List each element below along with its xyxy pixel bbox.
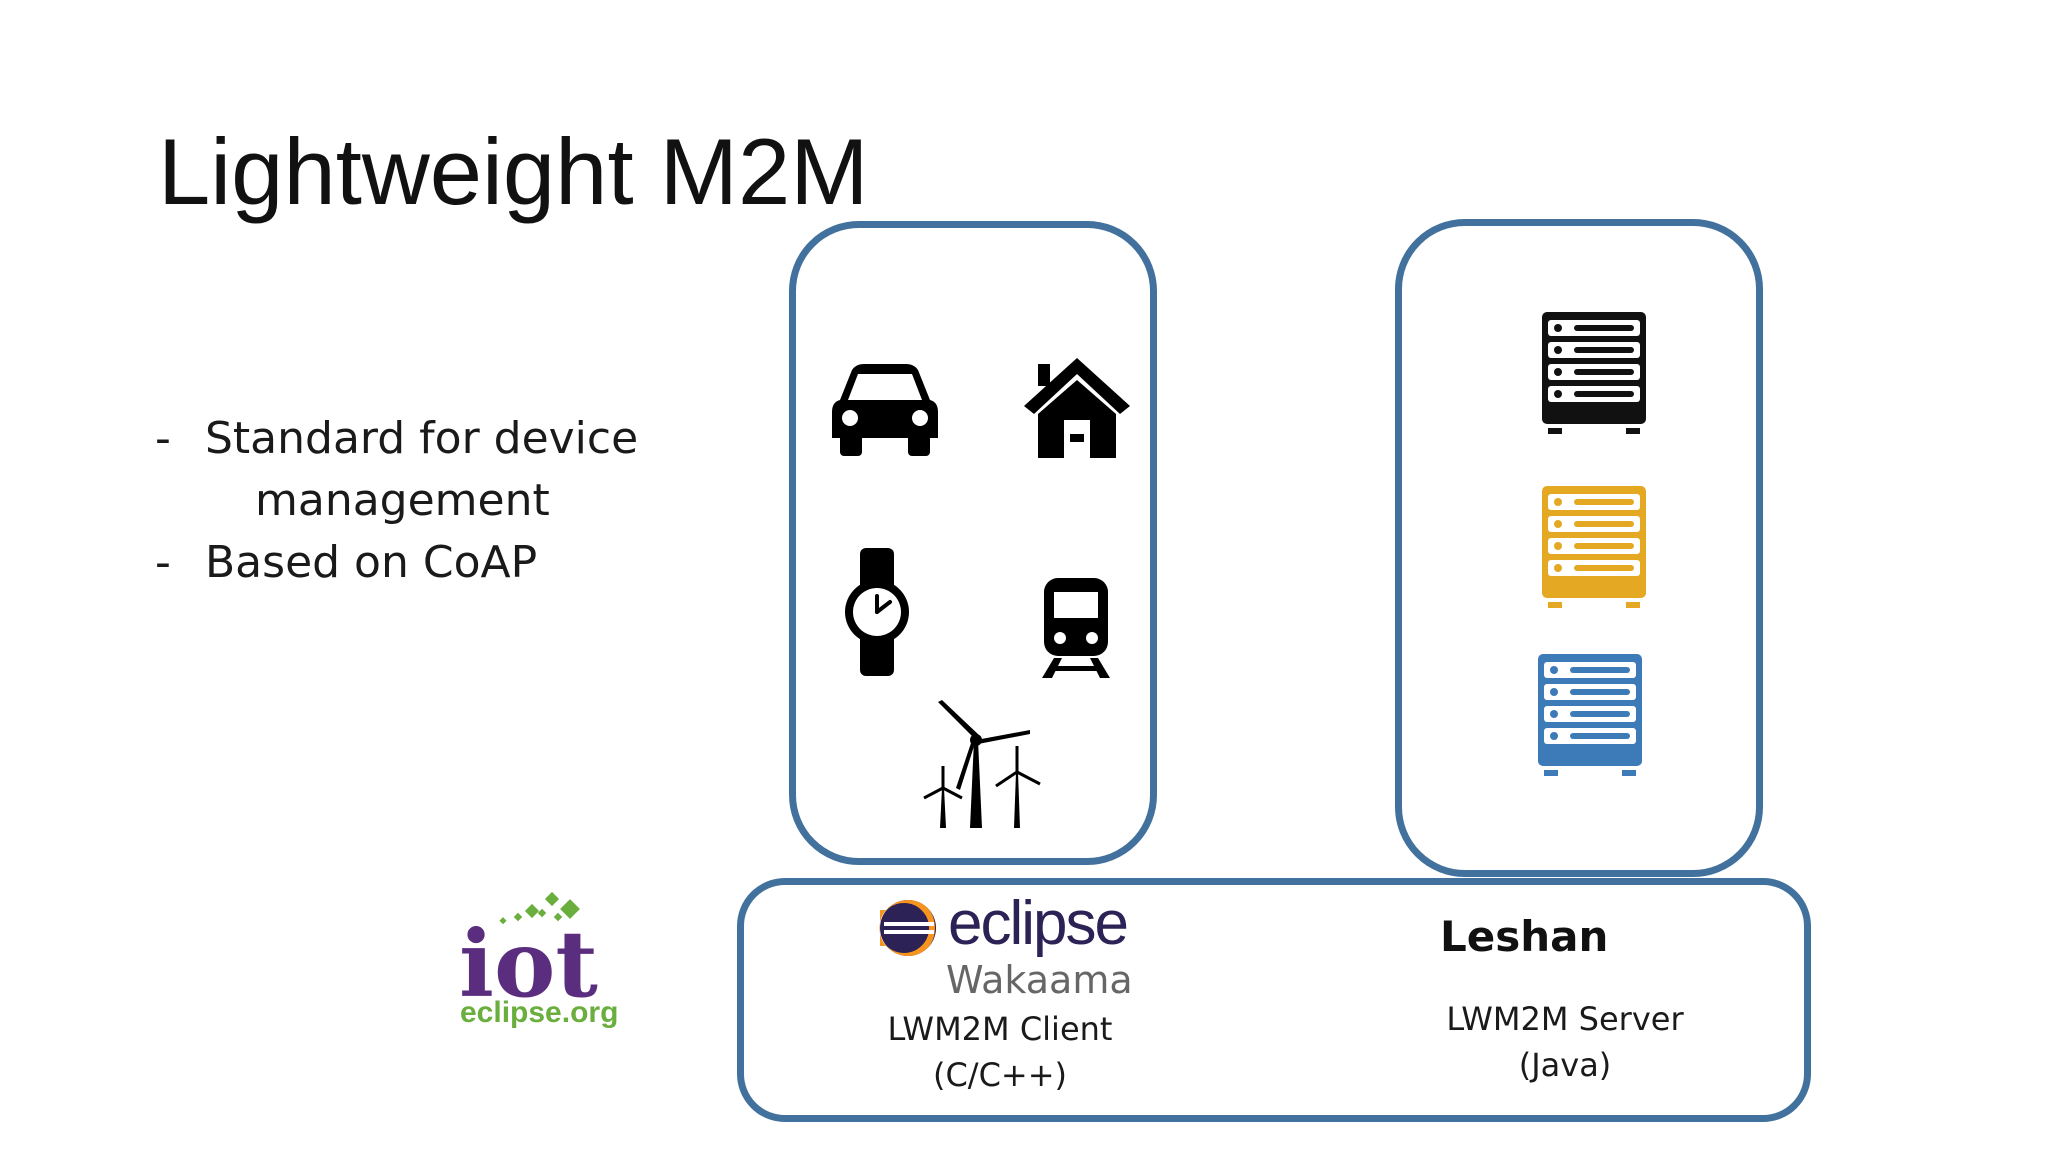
bullet-item: - Based on CoAP (155, 532, 638, 594)
leshan-label: Leshan (1440, 912, 1609, 961)
bullet-text-continuation: management (255, 475, 550, 526)
client-role: LWM2M Client (887, 1010, 1113, 1048)
eclipse-logo-icon (879, 900, 936, 956)
client-description: LWM2M Client (C/C++) (880, 1006, 1120, 1098)
server-rack-icon (1542, 486, 1646, 608)
wind-turbines-icon (923, 700, 1041, 828)
slide-title: Lightweight M2M (158, 119, 869, 224)
bullet-marker: - (155, 537, 171, 588)
bullet-marker: - (155, 413, 171, 464)
iot-eclipse-logo: iot (459, 891, 598, 1018)
client-language: (C/C++) (932, 1056, 1068, 1094)
iot-logo-word: iot (459, 910, 598, 1018)
server-rack-icon (1538, 654, 1642, 776)
bullet-text: Standard for device (205, 413, 639, 464)
bullet-text: Based on CoAP (205, 537, 538, 588)
train-icon (1042, 578, 1110, 678)
implementations-box (737, 878, 1811, 1122)
house-icon (1024, 358, 1130, 458)
watch-icon (845, 548, 909, 676)
iot-logo-domain: eclipse.org (460, 996, 619, 1029)
server-description: LWM2M Server (Java) (1420, 996, 1710, 1088)
server-language: (Java) (1518, 1046, 1612, 1084)
car-icon (832, 364, 938, 456)
eclipse-brand: eclipse (948, 889, 1129, 958)
bullet-item: - Standard for device management (155, 408, 638, 532)
bullet-list: - Standard for device management - Based… (155, 408, 638, 594)
server-rack-icon (1542, 312, 1646, 434)
wakaama-label: Wakaama (946, 958, 1133, 1002)
server-role: LWM2M Server (1446, 1000, 1684, 1038)
devices-box (789, 221, 1157, 865)
